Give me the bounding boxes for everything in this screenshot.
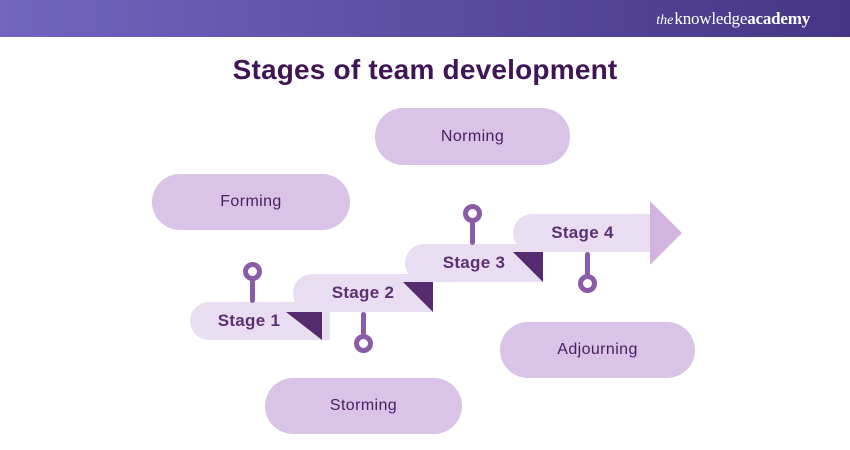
phase-label-adjourning: Adjourning [557,341,638,358]
stage-bar-4: Stage 4 [513,214,652,252]
pin-stem-stage4 [584,252,590,276]
pin-stem-stage3 [469,221,475,245]
stage-label-1: Stage 1 [217,311,281,330]
brand-logo-academy: academy [747,8,810,28]
brand-logo: theknowledgeacademy [656,10,810,28]
pin-stem-stage2 [360,312,366,336]
page-title: Stages of team development [232,54,618,85]
stage-label-3: Stage 3 [442,253,506,272]
stage-bar-2: Stage 2 [293,274,433,312]
phase-pill-norming: Norming [375,108,570,165]
brand-logo-the: the [656,12,674,28]
phase-pill-forming: Forming [152,174,350,230]
stage-label-2: Stage 2 [331,283,395,302]
stage-label-4: Stage 4 [551,223,614,242]
phase-label-norming: Norming [440,127,505,145]
pin-marker-icon-stage4 [577,273,597,293]
stage-bar-3: Stage 3 [405,244,543,282]
phase-label-storming: Storming [329,397,398,414]
phase-label-forming: Forming [220,193,282,210]
pin-marker-icon-stage1 [242,261,262,281]
pin-marker-icon-stage3 [462,203,482,223]
pin-stem-stage1 [249,279,255,303]
phase-pill-adjourning: Adjourning [500,322,695,378]
arrow-head-icon [650,201,682,265]
pin-marker-icon-stage2 [353,333,373,353]
brand-logo-knowledge: knowledge [674,8,748,28]
phase-pill-storming: Storming [265,378,462,434]
header-bar: theknowledgeacademy [0,0,850,37]
